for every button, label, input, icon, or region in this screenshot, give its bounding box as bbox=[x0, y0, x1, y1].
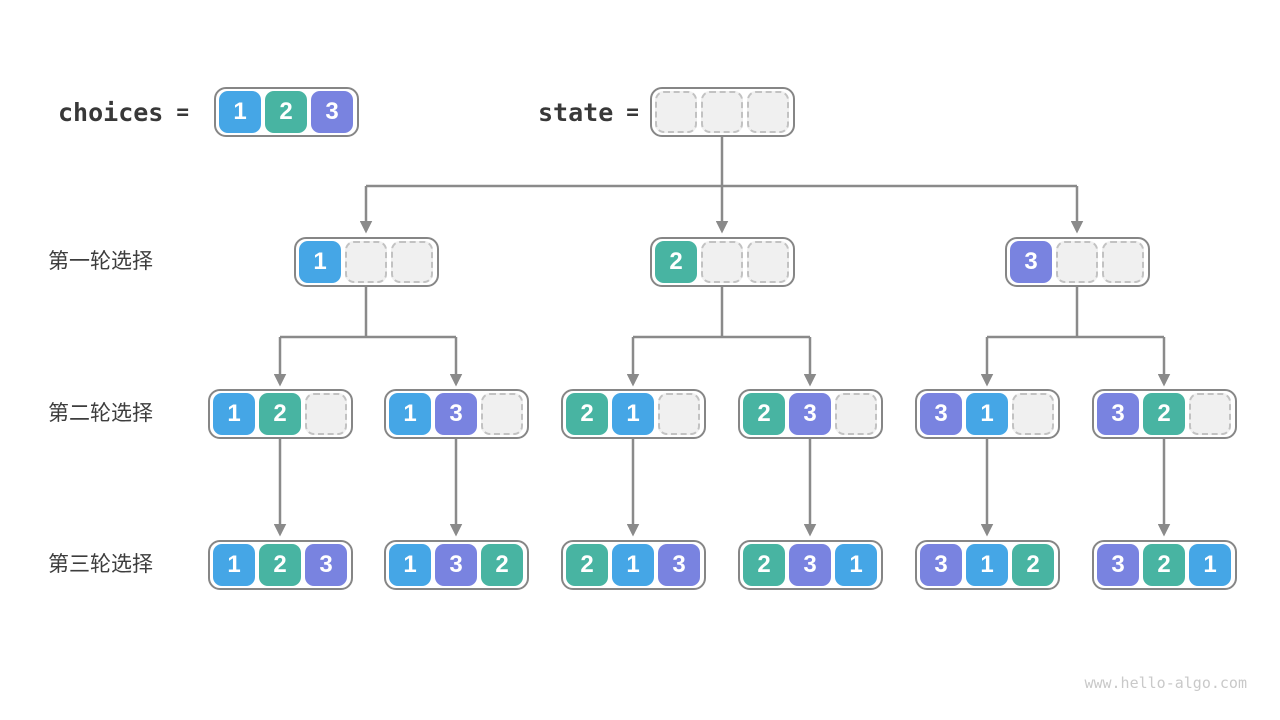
cell-3: 3 bbox=[305, 544, 347, 586]
cell-1: 1 bbox=[612, 393, 654, 435]
cell-3: 3 bbox=[1010, 241, 1052, 283]
cell-3: 3 bbox=[920, 544, 962, 586]
watermark: www.hello-algo.com bbox=[1084, 674, 1247, 692]
cell-3: 3 bbox=[789, 393, 831, 435]
empty-slot bbox=[701, 241, 743, 283]
cell-3: 3 bbox=[920, 393, 962, 435]
choices-header: choices = bbox=[58, 87, 189, 137]
branch-lines-level-2 bbox=[987, 287, 1164, 339]
cell-1: 1 bbox=[389, 544, 431, 586]
choices-label: choices bbox=[58, 97, 164, 127]
branch-lines-level-2 bbox=[280, 287, 456, 339]
cell-1: 1 bbox=[835, 544, 877, 586]
cell-3: 3 bbox=[789, 544, 831, 586]
branch-lines-level-2 bbox=[633, 287, 810, 339]
cell-1: 1 bbox=[219, 91, 261, 133]
state-array-box bbox=[649, 87, 795, 137]
row-label-round-1: 第一轮选择 bbox=[48, 250, 153, 273]
empty-slot bbox=[1056, 241, 1098, 283]
cell-2: 2 bbox=[259, 393, 301, 435]
cell-1: 1 bbox=[213, 544, 255, 586]
cell-2: 2 bbox=[566, 393, 608, 435]
cell-1: 1 bbox=[612, 544, 654, 586]
empty-slot bbox=[391, 241, 433, 283]
choices-equals-sign: = bbox=[176, 100, 190, 124]
cell-1: 1 bbox=[389, 393, 431, 435]
branch-lines-level-1 bbox=[366, 137, 1077, 188]
cell-3: 3 bbox=[1097, 393, 1139, 435]
empty-slot bbox=[305, 393, 347, 435]
cell-2: 2 bbox=[743, 393, 785, 435]
row-label-round-2: 第二轮选择 bbox=[48, 402, 153, 425]
empty-slot bbox=[835, 393, 877, 435]
state-box-r1-3: 3 bbox=[1004, 237, 1150, 287]
empty-slot bbox=[655, 91, 697, 133]
empty-slot bbox=[1012, 393, 1054, 435]
cell-1: 1 bbox=[966, 544, 1008, 586]
empty-slot bbox=[701, 91, 743, 133]
state-box-r1-2: 2 bbox=[649, 237, 795, 287]
cell-1: 1 bbox=[299, 241, 341, 283]
cell-2: 2 bbox=[566, 544, 608, 586]
cell-2: 2 bbox=[1012, 544, 1054, 586]
cell-1: 1 bbox=[966, 393, 1008, 435]
state-box-r1-1: 1 bbox=[293, 237, 439, 287]
state-equals-sign: = bbox=[626, 100, 639, 124]
empty-slot bbox=[747, 241, 789, 283]
cell-2: 2 bbox=[481, 544, 523, 586]
cell-3: 3 bbox=[435, 393, 477, 435]
cell-3: 3 bbox=[658, 544, 700, 586]
cell-2: 2 bbox=[1143, 544, 1185, 586]
empty-slot bbox=[747, 91, 789, 133]
cell-2: 2 bbox=[743, 544, 785, 586]
empty-slot bbox=[481, 393, 523, 435]
cell-1: 1 bbox=[213, 393, 255, 435]
empty-slot bbox=[1189, 393, 1231, 435]
cell-3: 3 bbox=[435, 544, 477, 586]
state-header: state = bbox=[538, 87, 639, 137]
empty-slot bbox=[1102, 241, 1144, 283]
cell-2: 2 bbox=[265, 91, 307, 133]
row-label-round-3: 第三轮选择 bbox=[48, 553, 153, 576]
empty-slot bbox=[658, 393, 700, 435]
cell-2: 2 bbox=[259, 544, 301, 586]
cell-1: 1 bbox=[1189, 544, 1231, 586]
state-label: state bbox=[538, 97, 614, 127]
empty-slot bbox=[345, 241, 387, 283]
cell-2: 2 bbox=[655, 241, 697, 283]
cell-3: 3 bbox=[311, 91, 353, 133]
cell-3: 3 bbox=[1097, 544, 1139, 586]
cell-2: 2 bbox=[1143, 393, 1185, 435]
